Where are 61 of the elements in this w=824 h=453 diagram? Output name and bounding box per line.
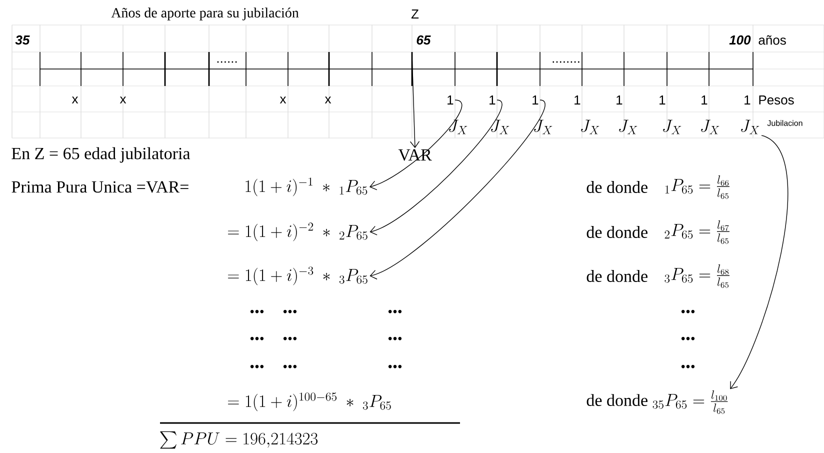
ellipsis: •••	[388, 336, 402, 340]
amount-label: 1	[574, 96, 580, 104]
formula: $J_X$	[741, 120, 760, 134]
ellipsis: ........	[552, 61, 580, 63]
formula: ${}_{2}P_{65}=\frac{l_{67}}{l_{65}}$	[664, 220, 730, 244]
amount-label: 1	[490, 96, 496, 104]
ellipsis: •••	[388, 364, 402, 368]
age-label: 100	[729, 35, 751, 45]
ellipsis: •••	[681, 364, 695, 368]
formula: $J_X$	[534, 120, 552, 134]
formula: $J_X$	[449, 120, 468, 134]
unit-label: años	[758, 35, 786, 45]
x-mark: x	[324, 96, 332, 104]
formula: $J_X$	[491, 120, 510, 134]
text-line: de donde	[586, 181, 648, 193]
amount-label: 1	[616, 96, 622, 104]
x-mark: x	[72, 96, 78, 104]
formula: $=1(1+i)^{-2}\ \ast\ {}_{2}P_{65}$	[228, 222, 368, 242]
text-line: Prima Pura Unica =VAR=	[12, 181, 188, 193]
formula: $J_X$	[701, 120, 720, 134]
ellipsis: •••	[283, 336, 297, 340]
note-label: Jubilacion	[767, 120, 802, 126]
ellipsis: •••	[250, 336, 264, 340]
formula-line: de donde ${}_{35}P_{65}=\frac{l_{100}}{l_{65}}$	[586, 390, 728, 414]
arrow	[369, 100, 462, 190]
age-label: 35	[15, 35, 30, 45]
title: Años de aporte para su jubilación	[111, 8, 299, 20]
formula: $\sum PPU=196{,}214323$	[160, 431, 318, 449]
arrow	[370, 100, 546, 280]
ellipsis: •••	[388, 310, 402, 314]
amount-label: 1	[448, 96, 454, 104]
ellipsis: ......	[217, 61, 237, 63]
arrow	[730, 135, 788, 390]
formula: $J_X$	[663, 120, 682, 134]
ellipsis: •••	[283, 364, 297, 368]
text-line: En Z = 65 edad jubilatoria	[12, 147, 190, 163]
arrow	[410, 54, 420, 148]
formula: ${}_{3}P_{65}=\frac{l_{68}}{l_{65}}$	[664, 264, 730, 288]
ellipsis: •••	[250, 364, 264, 368]
text-line: de donde	[586, 226, 648, 238]
formula: $1(1+i)^{-1}\ \ast\ {}_{1}P_{65}$	[246, 178, 368, 196]
formula: $J_X$	[581, 120, 600, 134]
ellipsis: •••	[283, 310, 297, 314]
formula: $=1(1+i)^{100-65}\ \ast\ {}_{3}P_{65}$	[228, 392, 391, 412]
ellipsis: •••	[681, 336, 695, 340]
x-mark: x	[120, 96, 126, 104]
age-label: 65	[416, 35, 431, 45]
unit-label: Pesos	[759, 95, 794, 105]
x-mark: x	[280, 96, 286, 104]
ellipsis: •••	[681, 310, 695, 314]
amount-label: 1	[532, 96, 538, 104]
text-line: de donde	[586, 270, 648, 282]
amount-label: 1	[744, 96, 750, 104]
amount-label: 1	[660, 96, 666, 104]
formula: $=1(1+i)^{-3}\ \ast\ {}_{3}P_{65}$	[228, 266, 368, 286]
axis-label: Z	[411, 10, 419, 18]
formula: ${}_{1}P_{65}=\frac{l_{66}}{l_{65}}$	[665, 175, 730, 199]
formula: $J_X$	[619, 120, 638, 134]
ellipsis: •••	[250, 310, 264, 314]
arrow	[370, 100, 502, 236]
amount-label: 1	[702, 96, 708, 104]
